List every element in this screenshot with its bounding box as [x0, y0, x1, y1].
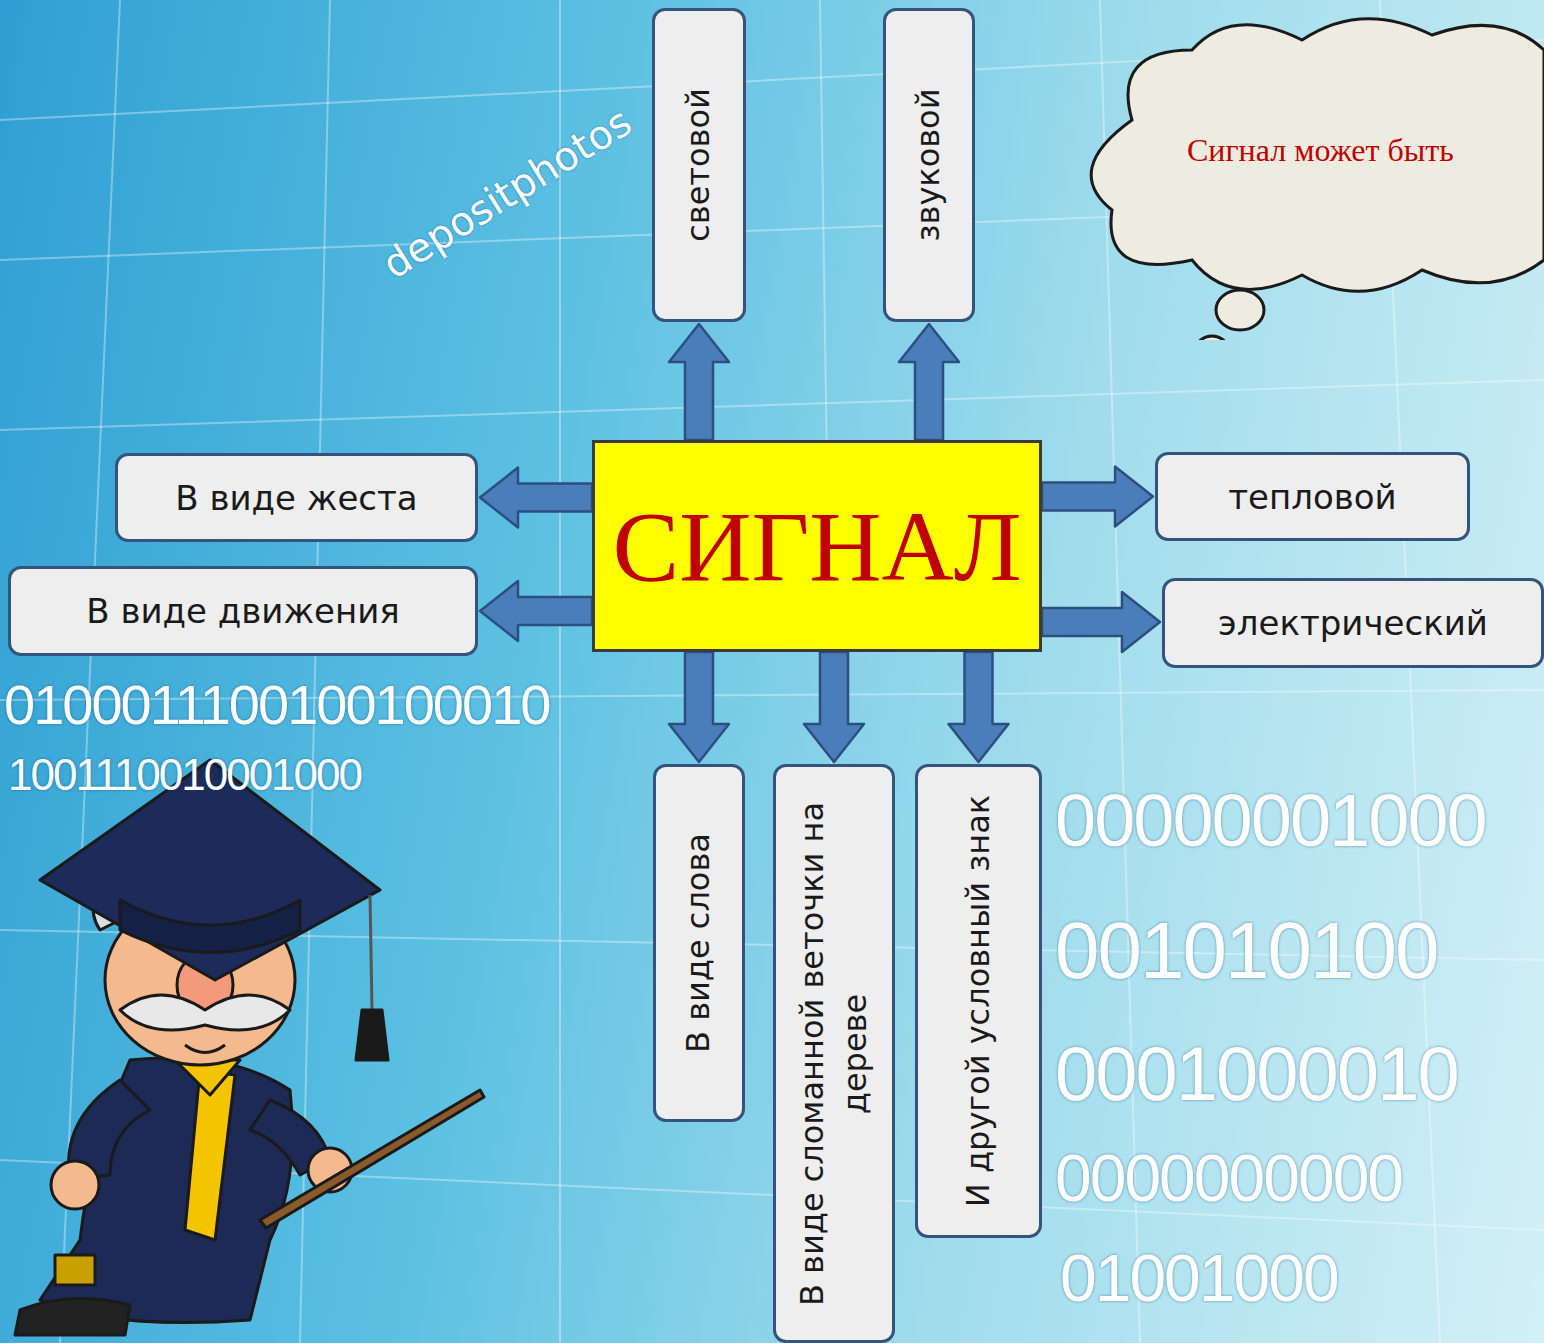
- binary-digits: 0000000000: [1055, 1140, 1402, 1216]
- box-label: световой: [677, 23, 720, 307]
- signal-type-box: звуковой: [883, 8, 975, 322]
- signal-type-box: В виде слова: [653, 764, 745, 1122]
- signal-type-box: световой: [652, 8, 746, 322]
- block-arrow: [804, 652, 864, 762]
- block-arrow: [480, 468, 592, 528]
- block-arrow: [669, 652, 729, 762]
- box-label: В виде слова: [677, 779, 720, 1107]
- box-label: В виде движения: [86, 591, 399, 631]
- thought-cloud: Сигнал может быть: [1062, 10, 1544, 340]
- binary-digits: 1001110010001000: [8, 750, 361, 800]
- signal-type-box: В виде жеста: [115, 453, 478, 542]
- box-label: В виде жеста: [175, 478, 417, 518]
- binary-digits: 00000001000: [1055, 778, 1486, 863]
- binary-digits: 001010100: [1055, 905, 1437, 997]
- block-arrow: [480, 581, 592, 641]
- box-label: тепловой: [1228, 477, 1396, 517]
- central-box: СИГНАЛ: [592, 440, 1042, 652]
- block-arrow: [899, 324, 959, 440]
- binary-digits: 0100011100100100010: [4, 672, 549, 737]
- signal-type-box: тепловой: [1155, 452, 1470, 541]
- binary-digits: 0001000010: [1055, 1030, 1458, 1117]
- block-arrow: [949, 652, 1009, 762]
- signal-type-box: В виде сломанной веточки на дереве: [773, 764, 895, 1343]
- central-title: СИГНАЛ: [613, 489, 1022, 604]
- block-arrow: [1042, 592, 1160, 652]
- signal-type-box: В виде движения: [8, 566, 478, 656]
- block-arrow: [669, 324, 729, 440]
- block-arrow: [1042, 467, 1153, 527]
- signal-type-box: электрический: [1162, 578, 1544, 668]
- binary-digits: 01001000: [1060, 1240, 1338, 1316]
- box-label: В виде сломанной веточки на дереве: [791, 779, 877, 1328]
- cloud-text: Сигнал может быть: [1187, 132, 1454, 169]
- cloud-shape: [1062, 10, 1544, 340]
- watermark: depositphotos: [374, 98, 639, 287]
- box-label: И другой условный знак: [957, 779, 1000, 1223]
- box-label: звуковой: [907, 23, 950, 307]
- box-label: электрический: [1218, 603, 1488, 643]
- signal-type-box: И другой условный знак: [915, 764, 1042, 1238]
